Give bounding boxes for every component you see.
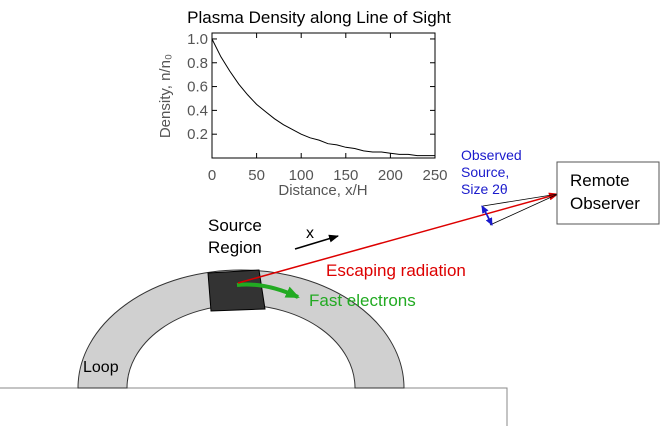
y-tick-label: 0.8 <box>187 55 208 72</box>
source-region-label-line1: Source <box>208 216 262 235</box>
remote-observer-label-line2: Observer <box>570 194 640 213</box>
x-axis-label: Distance, x/H <box>278 182 367 199</box>
x-tick-label: 150 <box>333 167 358 184</box>
y-ticks: 0.2 0.4 0.6 0.8 1.0 <box>187 31 435 143</box>
y-tick-label: 0.4 <box>187 102 208 119</box>
view-cone-upper <box>482 193 559 207</box>
source-region-block <box>207 269 266 312</box>
fast-electrons-label: Fast electrons <box>309 291 416 310</box>
y-tick-label: 1.0 <box>187 31 208 48</box>
remote-observer-box <box>556 161 660 225</box>
x-direction-arrow <box>294 234 339 250</box>
remote-observer-label-line1: Remote <box>570 171 630 190</box>
escaping-radiation-label: Escaping radiation <box>326 261 466 280</box>
y-tick-label: 0.6 <box>187 79 208 96</box>
x-tick-label: 50 <box>248 167 265 184</box>
view-cone-lower <box>489 193 559 226</box>
fast-electrons-arrow <box>236 282 300 299</box>
observed-source-label-line3: Size 2θ <box>461 181 508 197</box>
observed-size-arrow-up <box>481 205 489 216</box>
ground-surface <box>0 387 508 426</box>
density-curve <box>211 38 435 157</box>
plot-title: Plasma Density along Line of Sight <box>187 8 451 27</box>
observed-source-label-line2: Source, <box>461 164 509 180</box>
source-region-label-line2: Region <box>208 238 262 257</box>
observed-source-label-line1: Observed <box>461 147 522 163</box>
density-plot: Plasma Density along Line of Sight 0 50 10… <box>157 8 451 199</box>
x-tick-label: 0 <box>208 167 216 184</box>
observed-size-arrow-down <box>485 214 493 226</box>
escaping-radiation-ray <box>237 192 559 284</box>
coronal-loop <box>77 269 405 389</box>
y-tick-label: 0.2 <box>187 126 208 143</box>
plot-frame <box>211 32 436 159</box>
y-axis-label: Density, n/n₀ <box>157 54 174 138</box>
x-tick-label: 100 <box>289 167 314 184</box>
x-ticks: 0 50 100 150 200 250 <box>208 33 448 184</box>
loop-label: Loop <box>83 359 119 376</box>
x-tick-label: 250 <box>422 167 447 184</box>
x-tick-label: 200 <box>378 167 403 184</box>
x-direction-label: x <box>306 225 314 242</box>
